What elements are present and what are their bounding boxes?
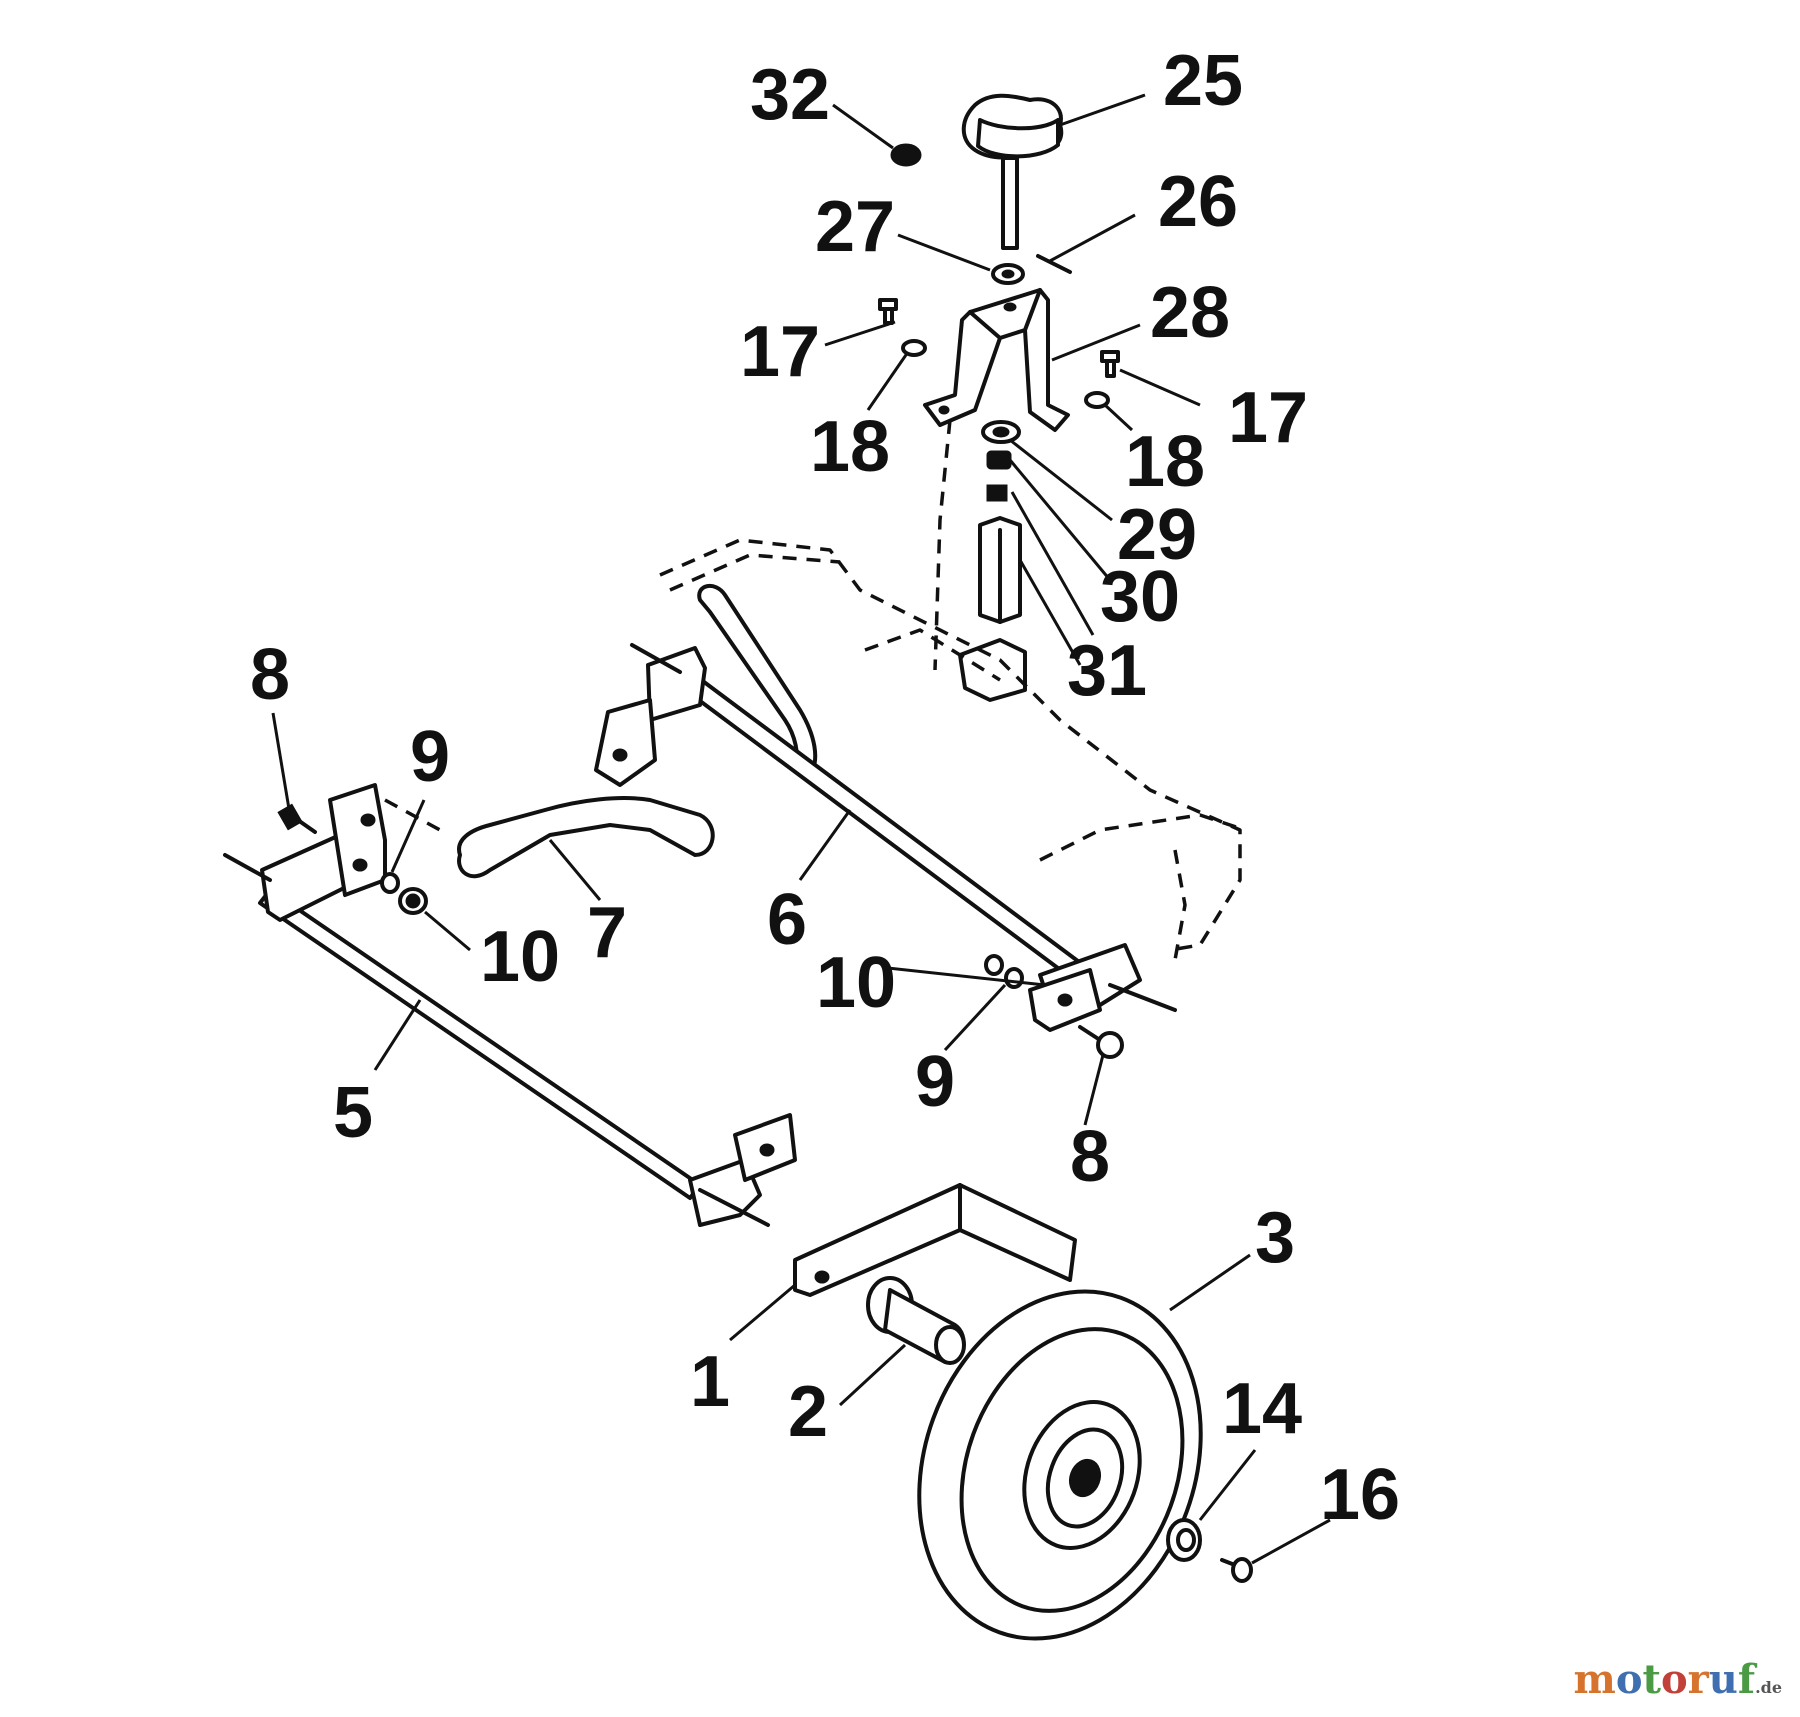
part-2-axle-bolt bbox=[866, 1276, 966, 1365]
deck-outline-dashed bbox=[384, 419, 1246, 961]
part-32-cap bbox=[890, 143, 922, 167]
part-25-knob bbox=[961, 93, 1064, 250]
part-17-screw-right bbox=[1100, 350, 1120, 378]
label-29: 29 bbox=[1117, 495, 1197, 575]
label-18-right: 18 bbox=[1125, 422, 1205, 502]
label-2: 2 bbox=[788, 1372, 828, 1452]
part-9-washer-left bbox=[380, 872, 400, 894]
label-3: 3 bbox=[1255, 1198, 1295, 1278]
label-14: 14 bbox=[1222, 1369, 1302, 1449]
part-8-bolt-right bbox=[1078, 1025, 1124, 1059]
label-1: 1 bbox=[690, 1342, 730, 1422]
label-32: 32 bbox=[750, 55, 830, 135]
label-25: 25 bbox=[1163, 41, 1243, 121]
label-9-right: 9 bbox=[915, 1042, 955, 1122]
part-18-washer-left bbox=[901, 339, 927, 357]
part-3-wheel bbox=[917, 1289, 1203, 1641]
part-7-handle bbox=[457, 796, 715, 879]
leader-lines bbox=[271, 93, 1331, 1565]
label-28: 28 bbox=[1150, 273, 1230, 353]
part-28-bracket bbox=[923, 288, 1070, 432]
label-8-left: 8 bbox=[250, 635, 290, 715]
label-30: 30 bbox=[1100, 557, 1180, 637]
label-6: 6 bbox=[767, 880, 807, 960]
label-31: 31 bbox=[1067, 631, 1147, 711]
part-14-washer bbox=[1166, 1518, 1202, 1562]
part-30-bushing bbox=[986, 450, 1012, 502]
label-26: 26 bbox=[1158, 162, 1238, 242]
part-5-axle bbox=[223, 783, 797, 1227]
part-1-bracket bbox=[793, 1183, 1077, 1297]
part-9-washer-right bbox=[1004, 967, 1024, 989]
part-10-bushing-right bbox=[984, 954, 1004, 976]
brand-name: motoruf bbox=[1573, 1656, 1756, 1703]
brand-watermark: motoruf.de bbox=[1573, 1656, 1782, 1703]
label-9-left: 9 bbox=[410, 717, 450, 797]
part-29-washer bbox=[981, 420, 1021, 444]
label-17-right: 17 bbox=[1228, 378, 1308, 458]
part-10-bushing-left bbox=[398, 887, 428, 915]
part-8-bolt-left bbox=[277, 803, 317, 834]
brand-suffix: .de bbox=[1755, 1678, 1782, 1697]
label-17-left: 17 bbox=[740, 312, 820, 392]
label-18-left: 18 bbox=[810, 407, 890, 487]
part-17-screw-left bbox=[878, 298, 898, 325]
part-16-screw bbox=[1220, 1557, 1253, 1583]
part-26-pin bbox=[1036, 254, 1072, 274]
label-10-right: 10 bbox=[816, 943, 896, 1023]
label-5: 5 bbox=[333, 1073, 373, 1153]
part-6-axle bbox=[594, 584, 1177, 1032]
part-31-tube bbox=[958, 516, 1027, 702]
part-labels: 32 25 27 26 28 17 18 17 18 29 30 31 8 9 … bbox=[250, 41, 1400, 1535]
label-8-right: 8 bbox=[1070, 1117, 1110, 1197]
label-7: 7 bbox=[587, 893, 627, 973]
label-27: 27 bbox=[815, 187, 895, 267]
part-27-washer bbox=[991, 263, 1025, 285]
label-16: 16 bbox=[1320, 1455, 1400, 1535]
part-18-washer-right bbox=[1084, 391, 1110, 409]
label-10-left: 10 bbox=[480, 917, 560, 997]
